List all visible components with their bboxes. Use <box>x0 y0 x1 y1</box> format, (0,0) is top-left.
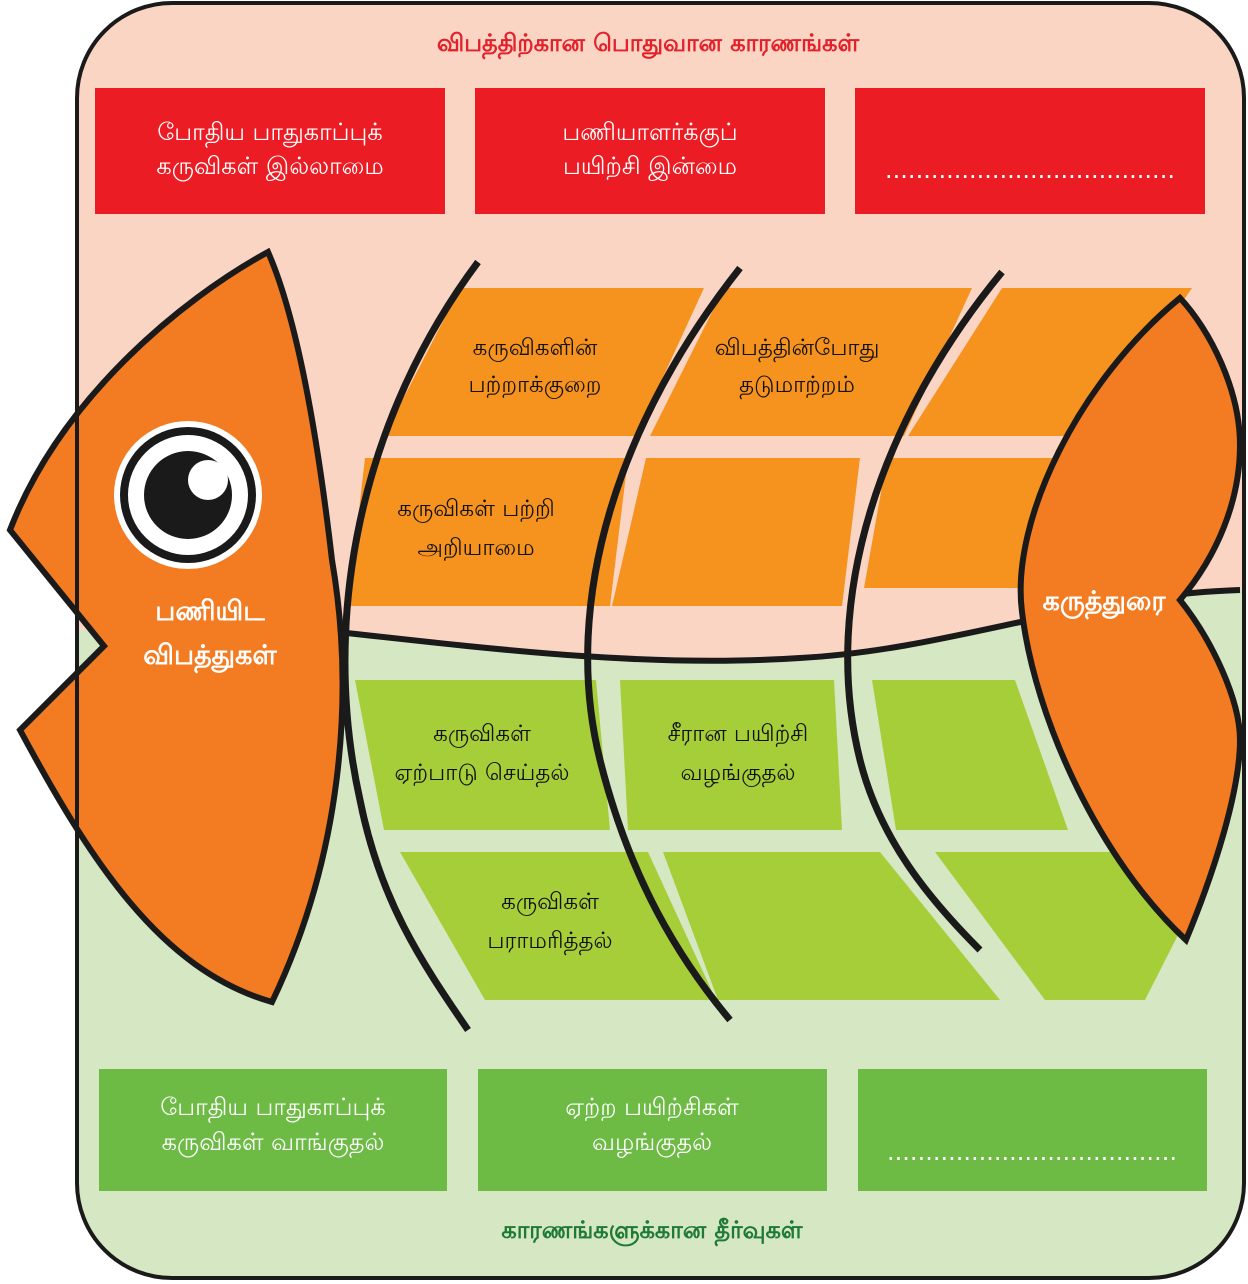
lower-cell-texts: கருவிகள் ஏற்பாடு செய்தல் சீரான பயிற்சி வ… <box>395 721 809 955</box>
lower-cell-1-line-1: கருவிகள் <box>433 721 531 748</box>
cause-box-1-line-1: போதிய பாதுகாப்புக் <box>157 118 382 148</box>
upper-cell-1-line-1: கருவிகளின் <box>473 335 598 362</box>
lower-cell-2-line-1: சீரான பயிற்சி <box>668 721 809 747</box>
solution-box-2: ஏற்ற பயிற்சிகள் வழங்குதல் <box>478 1069 827 1191</box>
top-heading: விபத்திற்கான பொதுவான காரணங்கள் <box>437 29 860 60</box>
cause-box-2-line-1: பணியாளர்க்குப் <box>562 118 737 147</box>
upper-cell-2-line-1: விபத்தின்போது <box>715 335 880 362</box>
cause-box-1-line-2: கருவிகள் இல்லாமை <box>156 152 383 181</box>
lower-cell-1 <box>355 680 610 830</box>
lower-cell-4-line-1: கருவிகள் <box>501 889 599 916</box>
eye-highlight <box>188 460 228 500</box>
lower-cell-1-line-2: ஏற்பாடு செய்தல் <box>395 760 570 787</box>
cause-box-3-blank: ...................................... <box>885 156 1175 184</box>
upper-cell-4 <box>348 458 628 606</box>
lower-cell-2 <box>620 680 842 830</box>
solution-box-2-line-2: வழங்குதல் <box>592 1128 712 1158</box>
head-label-line-2: விபத்துகள் <box>143 640 277 674</box>
upper-cell-4-line-2: அறியாமை <box>417 535 534 561</box>
upper-cell-6 <box>864 458 1072 588</box>
bottom-heading: காரணங்களுக்கான தீர்வுகள் <box>501 1216 803 1247</box>
cause-boxes: போதிய பாதுகாப்புக் கருவிகள் இல்லாமை பணிய… <box>95 88 1205 214</box>
upper-cell-1 <box>384 288 704 436</box>
ribs <box>341 259 1005 1032</box>
lower-cell-4-line-2: பராமரித்தல் <box>487 928 612 955</box>
head-label-line-1: பணியிட <box>155 596 265 627</box>
fish-tail <box>1017 293 1244 946</box>
upper-cells <box>348 288 1192 606</box>
upper-cell-2 <box>650 288 972 436</box>
rib-3 <box>844 269 1005 953</box>
cause-box-1: போதிய பாதுகாப்புக் கருவிகள் இல்லாமை <box>95 88 445 214</box>
solution-boxes: போதிய பாதுகாப்புக் கருவிகள் வாங்குதல் ஏற… <box>99 1069 1207 1191</box>
lower-cell-4 <box>400 852 716 1000</box>
solution-box-1-line-1: போதிய பாதுகாப்புக் <box>160 1093 385 1123</box>
upper-cell-1-line-2: பற்றாக்குறை <box>469 372 602 399</box>
solution-box-1-line-2: கருவிகள் வாங்குதல் <box>162 1128 385 1158</box>
upper-cell-3 <box>908 288 1192 436</box>
tail-label: கருத்துரை <box>1043 586 1167 620</box>
rib-1 <box>341 259 481 1032</box>
lower-cells <box>355 680 1178 1000</box>
lower-cell-6 <box>935 852 1178 1000</box>
upper-cell-texts: கருவிகளின் பற்றாக்குறை விபத்தின்போது தடு… <box>397 335 879 561</box>
solution-box-1-rect <box>99 1069 447 1191</box>
solution-box-2-rect <box>478 1069 827 1191</box>
eye-icon <box>114 421 262 569</box>
cause-box-2-rect <box>475 88 825 214</box>
cause-box-2-line-2: பயிற்சி இன்மை <box>563 152 737 181</box>
lower-cell-2-line-2: வழங்குதல் <box>680 760 795 787</box>
rib-2 <box>584 265 743 1023</box>
cause-box-3: ...................................... <box>855 88 1205 214</box>
upper-cell-4-line-1: கருவிகள் பற்றி <box>397 496 555 523</box>
cause-box-3-rect <box>855 88 1205 214</box>
solution-box-3-rect <box>858 1069 1207 1191</box>
upper-cell-2-line-2: தடுமாற்றம் <box>739 372 855 399</box>
lower-cell-3 <box>872 680 1068 830</box>
upper-cell-5 <box>612 458 860 606</box>
solution-box-3-blank: ...................................... <box>887 1138 1177 1166</box>
solution-box-2-line-1: ஏற்ற பயிற்சிகள் <box>565 1093 739 1121</box>
lower-cell-5 <box>663 852 1000 1000</box>
solution-box-1: போதிய பாதுகாப்புக் கருவிகள் வாங்குதல் <box>99 1069 447 1191</box>
fish-head <box>6 247 346 1006</box>
cause-box-2: பணியாளர்க்குப் பயிற்சி இன்மை <box>475 88 825 214</box>
frame-border <box>75 1 1246 1280</box>
cause-box-1-rect <box>95 88 445 214</box>
solution-box-3: ...................................... <box>858 1069 1207 1191</box>
